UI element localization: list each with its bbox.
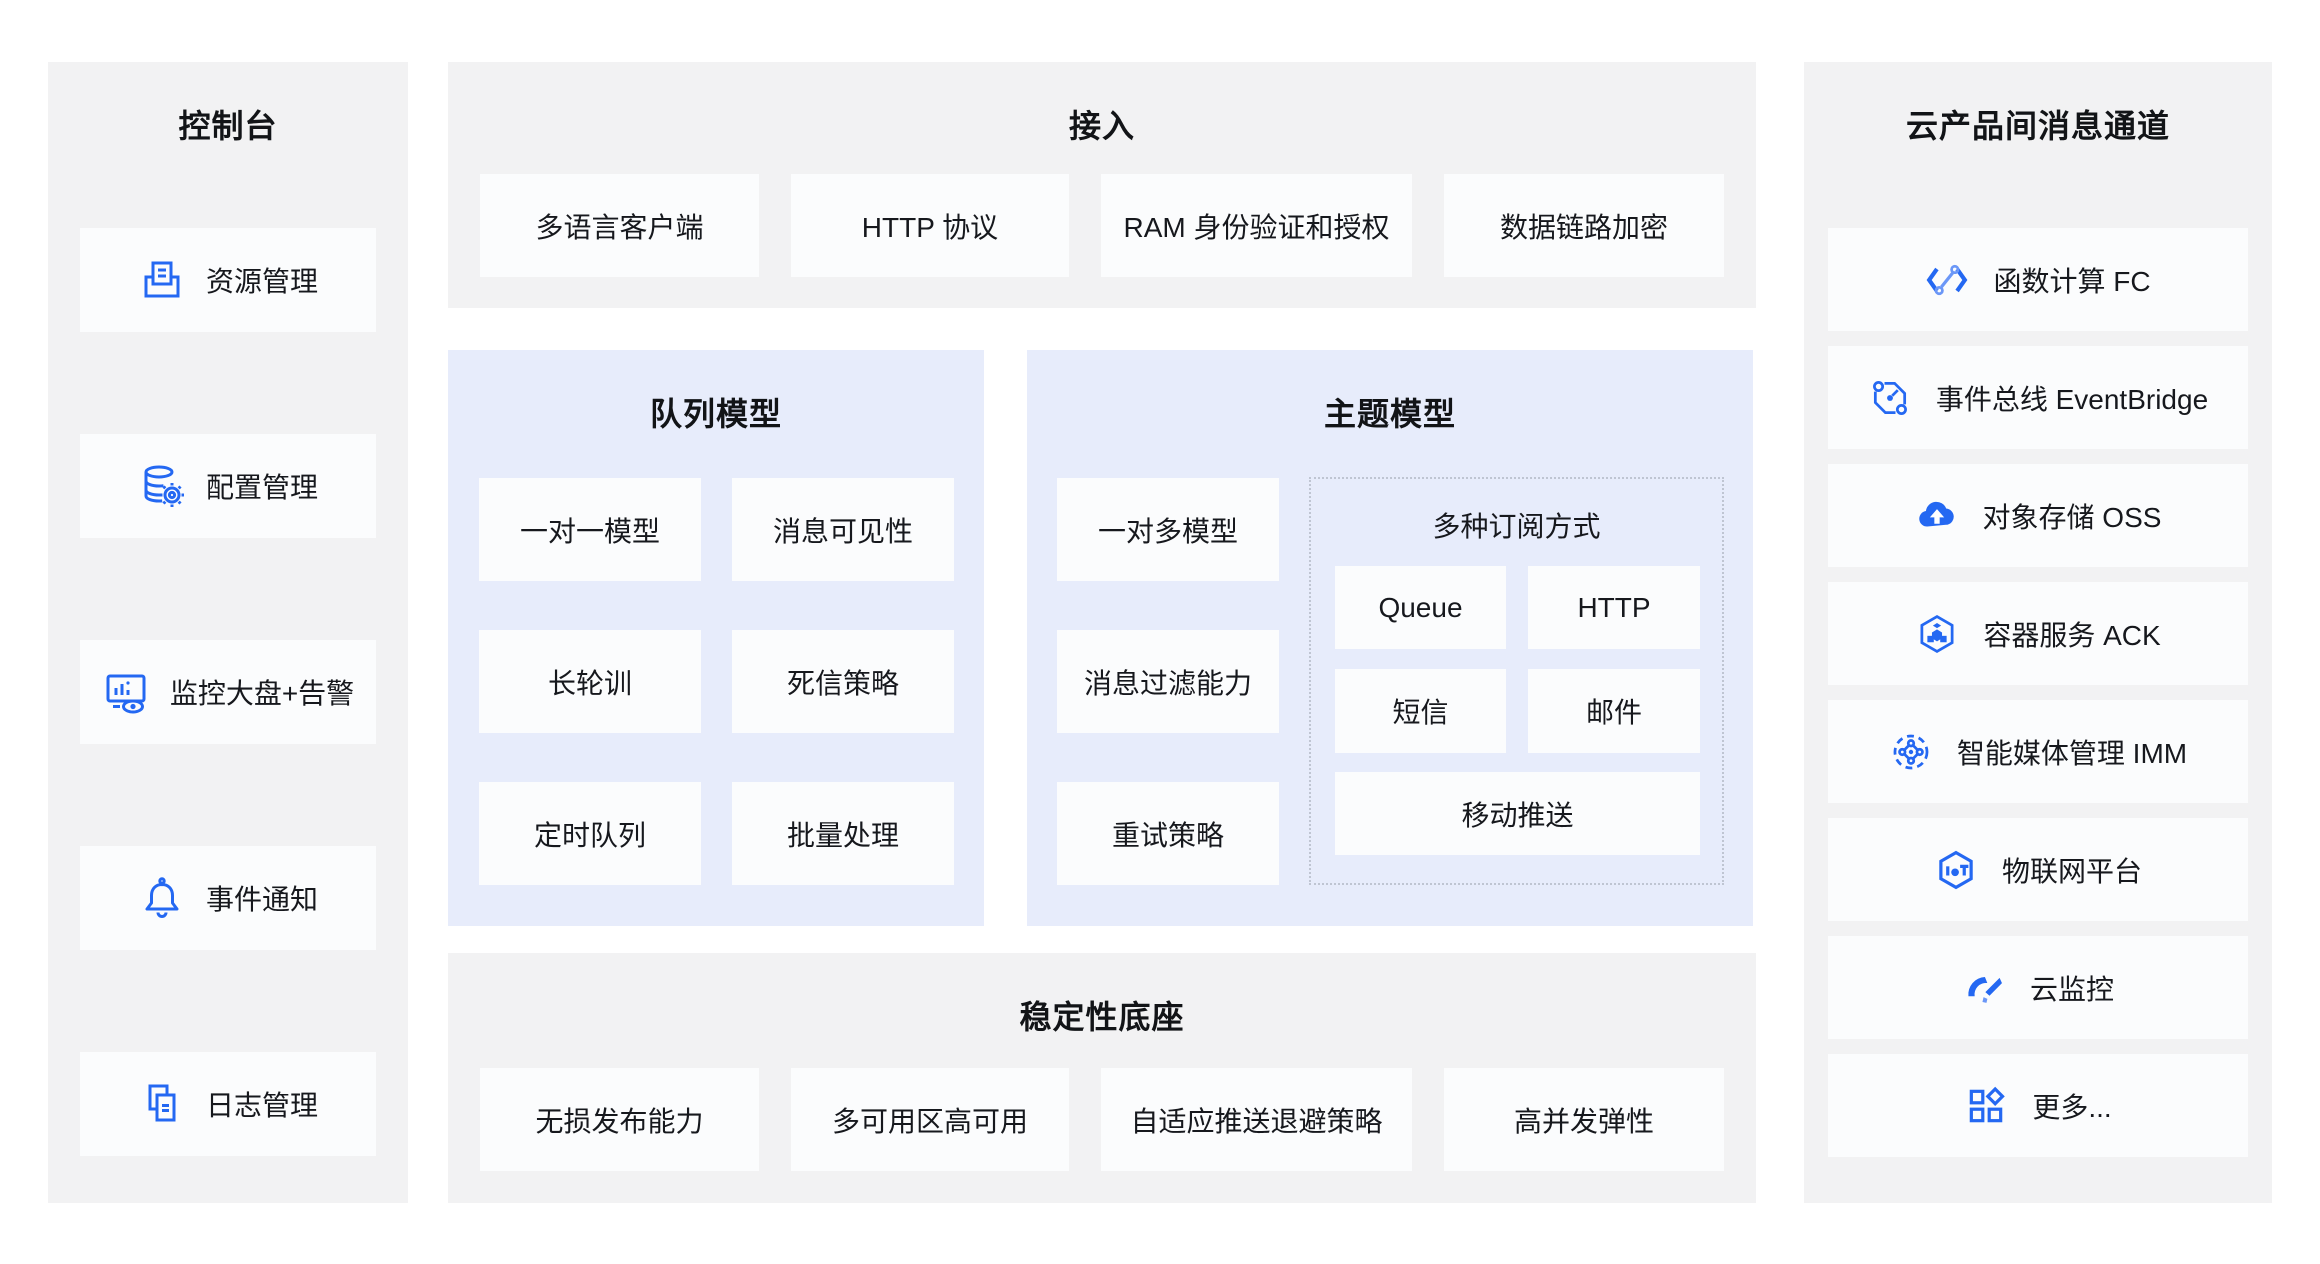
- access-card: 多语言客户端: [480, 174, 759, 277]
- subscription-card: 邮件: [1528, 669, 1700, 753]
- cloud-product-label: 函数计算 FC: [1993, 265, 2151, 297]
- queue-feature-card: 一对一模型: [479, 478, 701, 581]
- imm-icon: [1893, 734, 1929, 769]
- stability-card-label: 无损发布能力: [535, 1105, 704, 1137]
- cloud-product-label: 更多...: [2032, 1091, 2112, 1123]
- cloud-product-function-compute: 函数计算 FC: [1828, 228, 2248, 331]
- topic-feature-card: 一对多模型: [1057, 478, 1279, 581]
- stability-card-label: 高并发弹性: [1513, 1105, 1654, 1137]
- console-item-log-management: 日志管理: [80, 1052, 376, 1156]
- queue-feature-label: 批量处理: [786, 819, 899, 851]
- oss-icon: [1918, 501, 1954, 527]
- function-compute-icon: [1927, 264, 1968, 295]
- cloud-products-title: 云产品间消息通道: [1905, 108, 2170, 144]
- iot-platform-icon: [1939, 850, 1973, 889]
- access-card: RAM 身份验证和授权: [1101, 174, 1412, 277]
- stability-card-label: 自适应推送退避策略: [1130, 1105, 1383, 1137]
- subscription-card: Queue: [1335, 566, 1506, 649]
- topic-model-panel: 主题模型 一对多模型 消息过滤能力 重试策略 多种订阅方式 Queue HTTP…: [1027, 350, 1753, 926]
- queue-feature-label: 长轮训: [547, 667, 632, 699]
- cloud-product-iot-platform: 物联网平台: [1828, 818, 2248, 921]
- more-icon: [1970, 1086, 2006, 1122]
- console-item-config-management: 配置管理: [80, 434, 376, 538]
- cloud-monitor-icon: [1968, 976, 2002, 1003]
- cloud-product-imm: 智能媒体管理 IMM: [1828, 700, 2248, 803]
- cloud-product-label: 容器服务 ACK: [1983, 619, 2161, 651]
- queue-feature-card: 长轮训: [479, 630, 701, 733]
- cloud-product-oss: 对象存储 OSS: [1828, 464, 2248, 567]
- subscription-label: 移动推送: [1461, 799, 1574, 831]
- cloud-product-label: 智能媒体管理 IMM: [1956, 737, 2188, 769]
- cloud-product-more: 更多...: [1828, 1054, 2248, 1157]
- topic-feature-label: 一对多模型: [1097, 515, 1238, 547]
- event-notification-icon: [145, 877, 179, 918]
- stability-base-title: 稳定性底座: [1019, 999, 1185, 1035]
- access-card-label: 多语言客户端: [535, 211, 704, 243]
- subscription-methods-title: 多种订阅方式: [1432, 511, 1601, 542]
- cloud-product-label: 云监控: [2029, 973, 2114, 1005]
- access-panel: 接入 多语言客户端 HTTP 协议 RAM 身份验证和授权 数据链路加密: [448, 62, 1756, 308]
- subscription-label: HTTP: [1577, 591, 1651, 623]
- queue-feature-label: 定时队列: [533, 819, 646, 851]
- subscription-card: 移动推送: [1335, 772, 1700, 855]
- subscription-card: HTTP: [1528, 566, 1700, 649]
- stability-card: 高并发弹性: [1444, 1068, 1724, 1171]
- cloud-product-label: 对象存储 OSS: [1982, 501, 2162, 533]
- stability-card: 无损发布能力: [480, 1068, 759, 1171]
- console-item-label: 资源管理: [205, 266, 318, 297]
- console-item-event-notification: 事件通知: [80, 846, 376, 950]
- resource-management-icon: [144, 261, 180, 298]
- queue-model-title: 队列模型: [649, 396, 782, 432]
- console-panel: 控制台 资源管理 配置管理 监控大盘+告警: [48, 62, 408, 1203]
- console-panel-title: 控制台: [178, 108, 278, 144]
- log-management-icon: [148, 1084, 176, 1122]
- cloud-product-ack: 容器服务 ACK: [1828, 582, 2248, 685]
- stability-card: 多可用区高可用: [791, 1068, 1069, 1171]
- eventbridge-icon: [1872, 380, 1907, 415]
- queue-feature-card: 批量处理: [732, 782, 954, 885]
- config-management-icon: [144, 465, 184, 507]
- subscription-card: 短信: [1335, 669, 1506, 753]
- queue-feature-label: 死信策略: [786, 667, 899, 699]
- topic-feature-card: 重试策略: [1057, 782, 1279, 885]
- topic-feature-label: 重试策略: [1111, 819, 1224, 851]
- console-item-label: 日志管理: [205, 1090, 318, 1121]
- queue-feature-label: 一对一模型: [519, 515, 660, 547]
- cloud-product-label: 事件总线 EventBridge: [1935, 383, 2209, 415]
- queue-feature-card: 死信策略: [732, 630, 954, 733]
- queue-feature-label: 消息可见性: [772, 515, 913, 547]
- subscription-label: 短信: [1392, 697, 1449, 728]
- access-card-label: 数据链路加密: [1499, 211, 1668, 243]
- console-item-resource-management: 资源管理: [80, 228, 376, 332]
- topic-feature-label: 消息过滤能力: [1083, 667, 1252, 699]
- access-card: HTTP 协议: [791, 174, 1069, 277]
- monitor-dashboard-icon: [106, 674, 146, 714]
- console-item-label: 事件通知: [205, 884, 318, 915]
- console-item-monitor-dashboard: 监控大盘+告警: [80, 640, 376, 744]
- topic-feature-card: 消息过滤能力: [1057, 630, 1279, 733]
- cloud-products-panel: 云产品间消息通道 函数计算 FC 事件总线 EventBridge 对象存储 O…: [1804, 62, 2272, 1203]
- console-item-label: 配置管理: [205, 472, 318, 503]
- ack-icon: [1920, 614, 1954, 653]
- cloud-product-eventbridge: 事件总线 EventBridge: [1828, 346, 2248, 449]
- subscription-label: 邮件: [1585, 697, 1642, 728]
- queue-feature-card: 定时队列: [479, 782, 701, 885]
- stability-base-panel: 稳定性底座 无损发布能力 多可用区高可用 自适应推送退避策略 高并发弹性: [448, 953, 1756, 1203]
- access-card-label: HTTP 协议: [861, 211, 999, 243]
- stability-card: 自适应推送退避策略: [1101, 1068, 1412, 1171]
- topic-model-title: 主题模型: [1323, 396, 1456, 432]
- access-panel-title: 接入: [1068, 108, 1135, 144]
- subscription-methods-box: 多种订阅方式 Queue HTTP 短信 邮件 移动推送: [1309, 477, 1724, 885]
- access-card: 数据链路加密: [1444, 174, 1724, 277]
- subscription-label: Queue: [1378, 591, 1463, 623]
- console-item-label: 监控大盘+告警: [169, 678, 355, 709]
- access-card-label: RAM 身份验证和授权: [1123, 211, 1390, 243]
- queue-model-panel: 队列模型 一对一模型 消息可见性 长轮训 死信策略 定时队列 批量处理: [448, 350, 984, 926]
- stability-card-label: 多可用区高可用: [831, 1105, 1028, 1137]
- queue-feature-card: 消息可见性: [732, 478, 954, 581]
- cloud-product-cloud-monitor: 云监控: [1828, 936, 2248, 1039]
- cloud-product-label: 物联网平台: [2001, 855, 2142, 887]
